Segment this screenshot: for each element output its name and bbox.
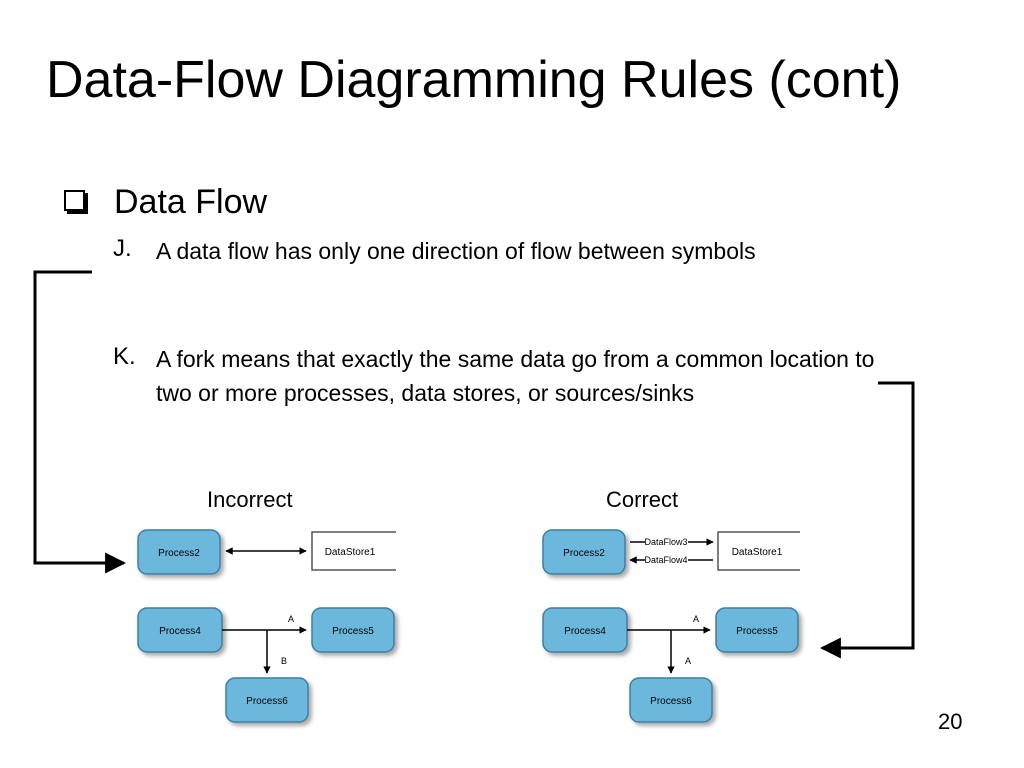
incorrect-process5-label: Process5	[332, 626, 374, 637]
connector-left	[33, 270, 127, 574]
slide-title: Data-Flow Diagramming Rules (cont)	[46, 51, 902, 109]
incorrect-process6: Process6	[225, 677, 309, 723]
correct-dataflow3-label: DataFlow3	[644, 537, 687, 547]
correct-diagram: Process2 DataStore1 DataFlow3 DataFlow4 …	[542, 529, 800, 723]
incorrect-label: Incorrect	[207, 487, 293, 512]
correct-datastore1-label: DataStore1	[732, 547, 783, 558]
rule-marker-k: K.	[113, 343, 136, 370]
bullet-text: Data Flow	[114, 183, 268, 221]
correct-dataflow4-label: DataFlow4	[644, 555, 687, 565]
incorrect-process2: Process2	[137, 529, 221, 575]
correct-process6-label: Process6	[650, 696, 692, 707]
correct-process5-label: Process5	[736, 626, 778, 637]
incorrect-diagram: Process2 DataStore1 Process4 Process5 Pr…	[137, 529, 396, 723]
page-number: 20	[938, 709, 963, 734]
incorrect-datastore1-label: DataStore1	[325, 547, 376, 558]
incorrect-process4-label: Process4	[159, 626, 201, 637]
incorrect-flow-a-label: A	[288, 614, 294, 624]
correct-flow-a2-label: A	[685, 656, 691, 666]
correct-process2: Process2	[542, 529, 626, 575]
connector-right	[819, 381, 915, 659]
rule-text-k: A fork means that exactly the same data …	[156, 346, 875, 406]
correct-datastore1: DataStore1	[717, 531, 800, 571]
correct-process5: Process5	[715, 607, 799, 653]
incorrect-process5: Process5	[311, 607, 395, 653]
incorrect-datastore1: DataStore1	[311, 531, 396, 571]
correct-process2-label: Process2	[563, 548, 605, 559]
rule-text-j: A data flow has only one direction of fl…	[156, 238, 756, 264]
rule-marker-j: J.	[113, 235, 132, 262]
correct-process6: Process6	[629, 677, 713, 723]
incorrect-flow-b-label: B	[281, 656, 287, 666]
correct-flow-a1-label: A	[693, 614, 699, 624]
incorrect-process6-label: Process6	[246, 696, 288, 707]
correct-process4-label: Process4	[564, 626, 606, 637]
incorrect-process2-label: Process2	[158, 548, 200, 559]
correct-label: Correct	[606, 487, 679, 512]
correct-process4: Process4	[542, 607, 628, 653]
checkbox-icon	[64, 190, 85, 211]
incorrect-process4: Process4	[137, 607, 223, 653]
